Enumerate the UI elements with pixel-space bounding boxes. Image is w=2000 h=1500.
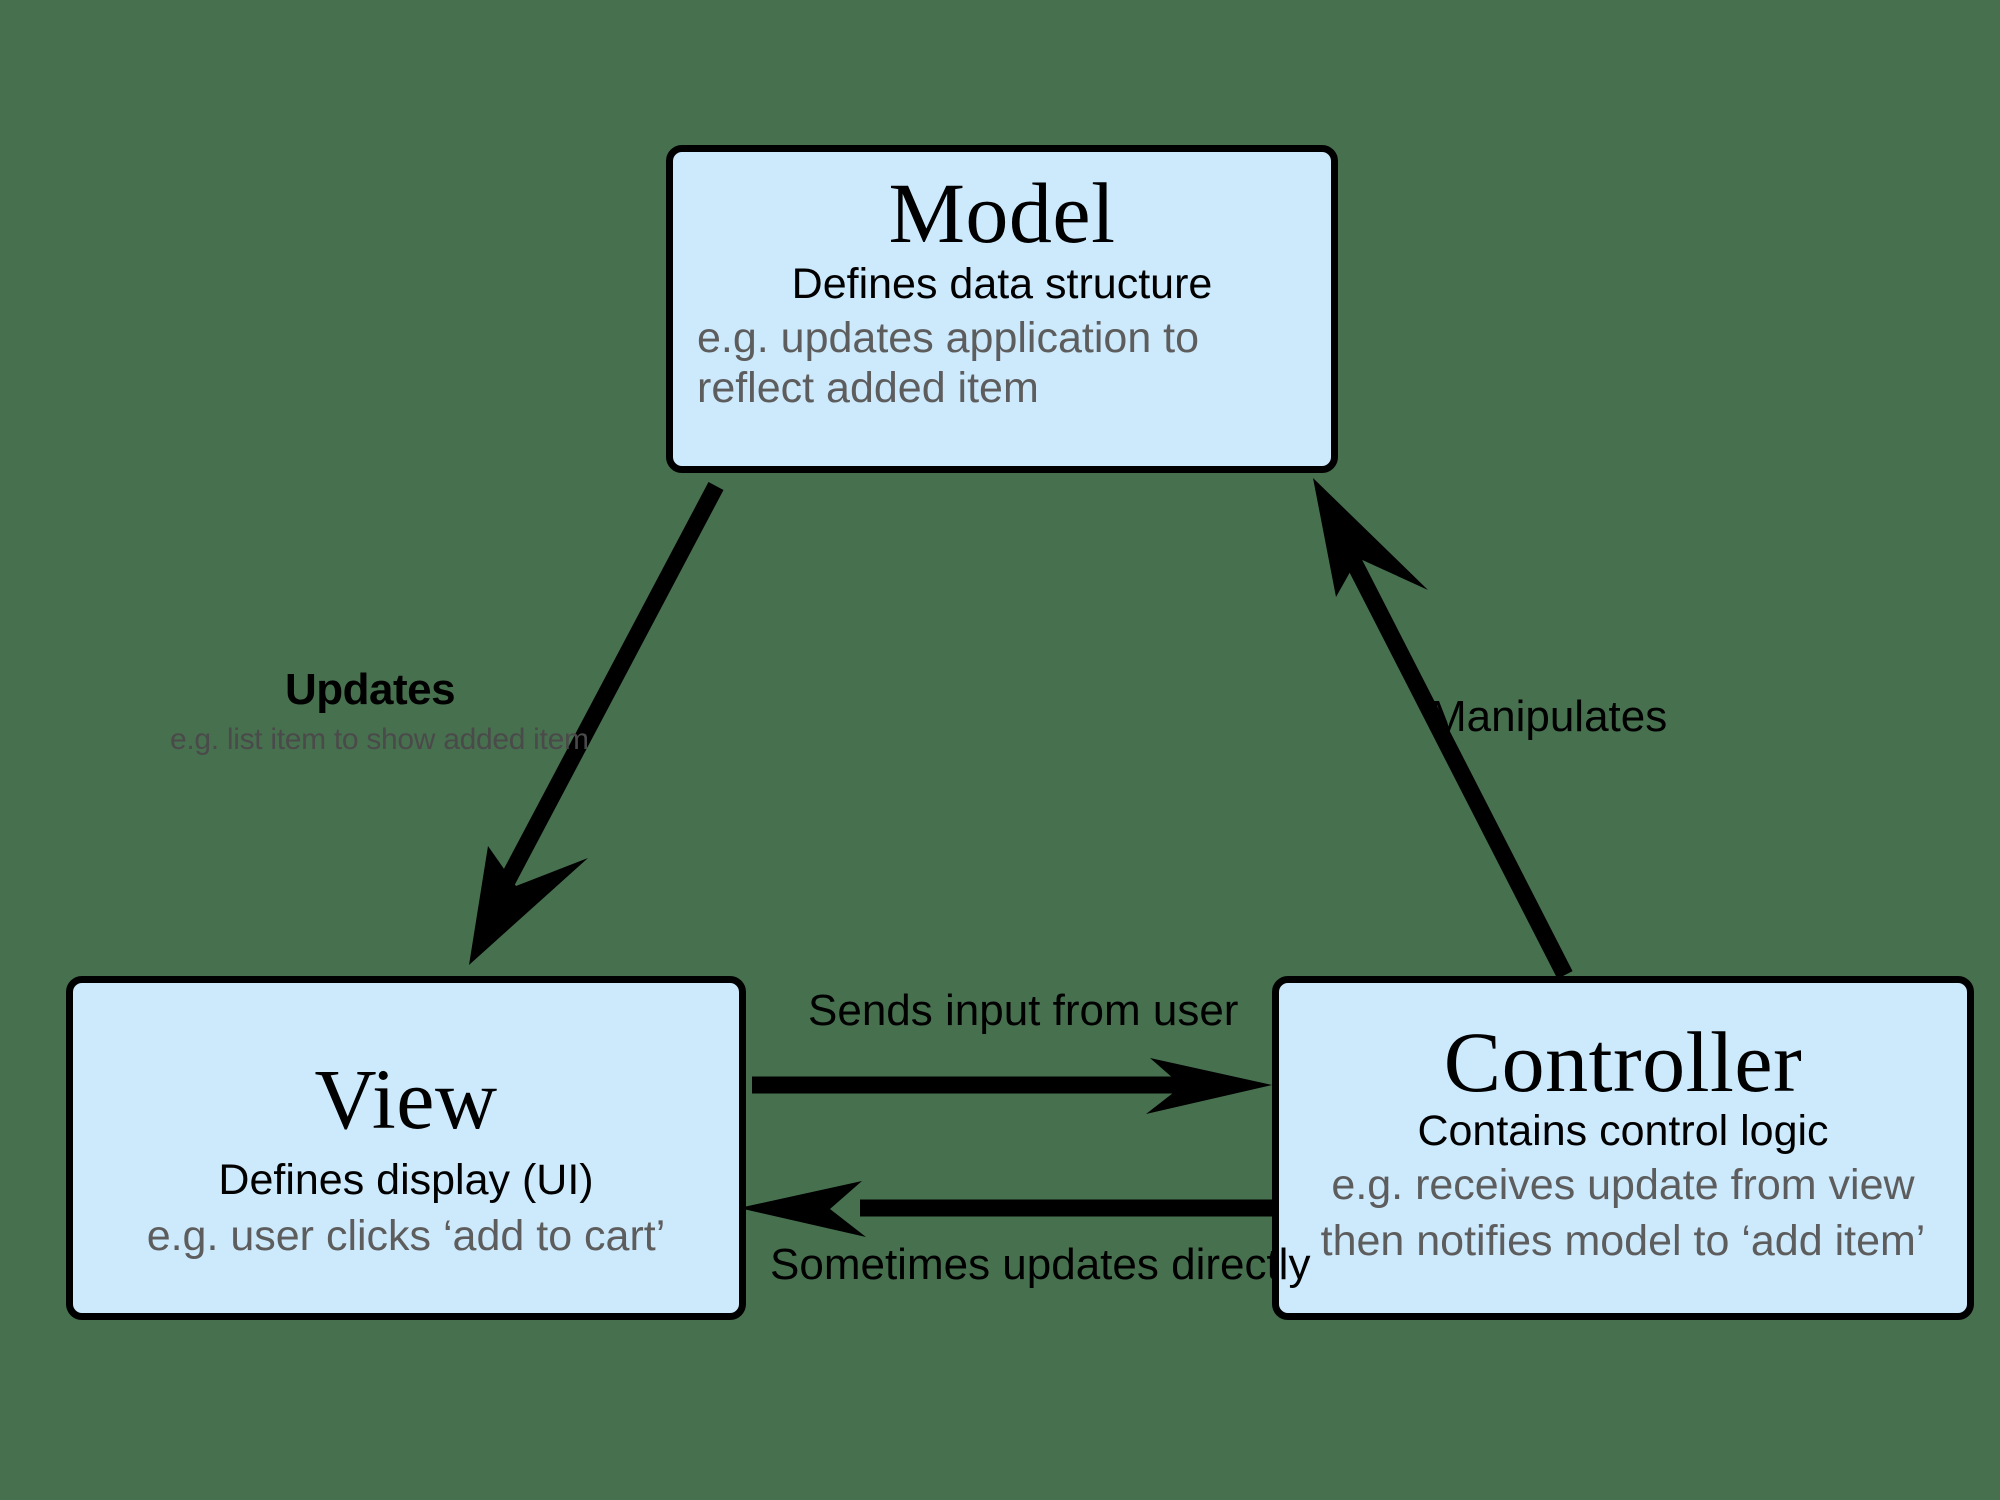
arrow-controller-to-model [1313,478,1573,979]
edge-label-updates-title: Updates [284,665,456,714]
arrow-view-to-controller [752,1058,1272,1114]
controller-subtitle: Contains control logic [1417,1107,1829,1155]
view-subtitle: Defines display (UI) [218,1155,594,1204]
model-example: e.g. updates application to reflect adde… [697,314,1200,413]
node-view[interactable]: View Defines display (UI) e.g. user clic… [66,976,746,1320]
node-controller[interactable]: Controller Contains control logic e.g. r… [1272,976,1974,1320]
controller-title: Controller [1443,1014,1803,1110]
edge-label-updates: Updates e.g. list item to show added ite… [170,665,589,757]
controller-example-line1: e.g. receives update from view [1331,1161,1915,1210]
view-example: e.g. user clicks ‘add to cart’ [146,1212,666,1261]
edge-label-manipulates: Manipulates [1430,692,1668,741]
edge-label-sometimes-updates: Sometimes updates directly [770,1240,1311,1289]
model-subtitle: Defines data structure [791,260,1213,308]
model-title: Model [888,165,1116,261]
arrow-model-to-view [469,482,724,965]
arrow-controller-to-view [739,1181,1272,1237]
edge-label-updates-example: e.g. list item to show added item [170,723,589,756]
node-model[interactable]: Model Defines data structure e.g. update… [666,145,1338,473]
edge-label-sends-input: Sends input from user [808,986,1239,1035]
view-title: View [314,1050,498,1147]
controller-example-line2: then notifies model to ‘add item’ [1320,1217,1926,1266]
